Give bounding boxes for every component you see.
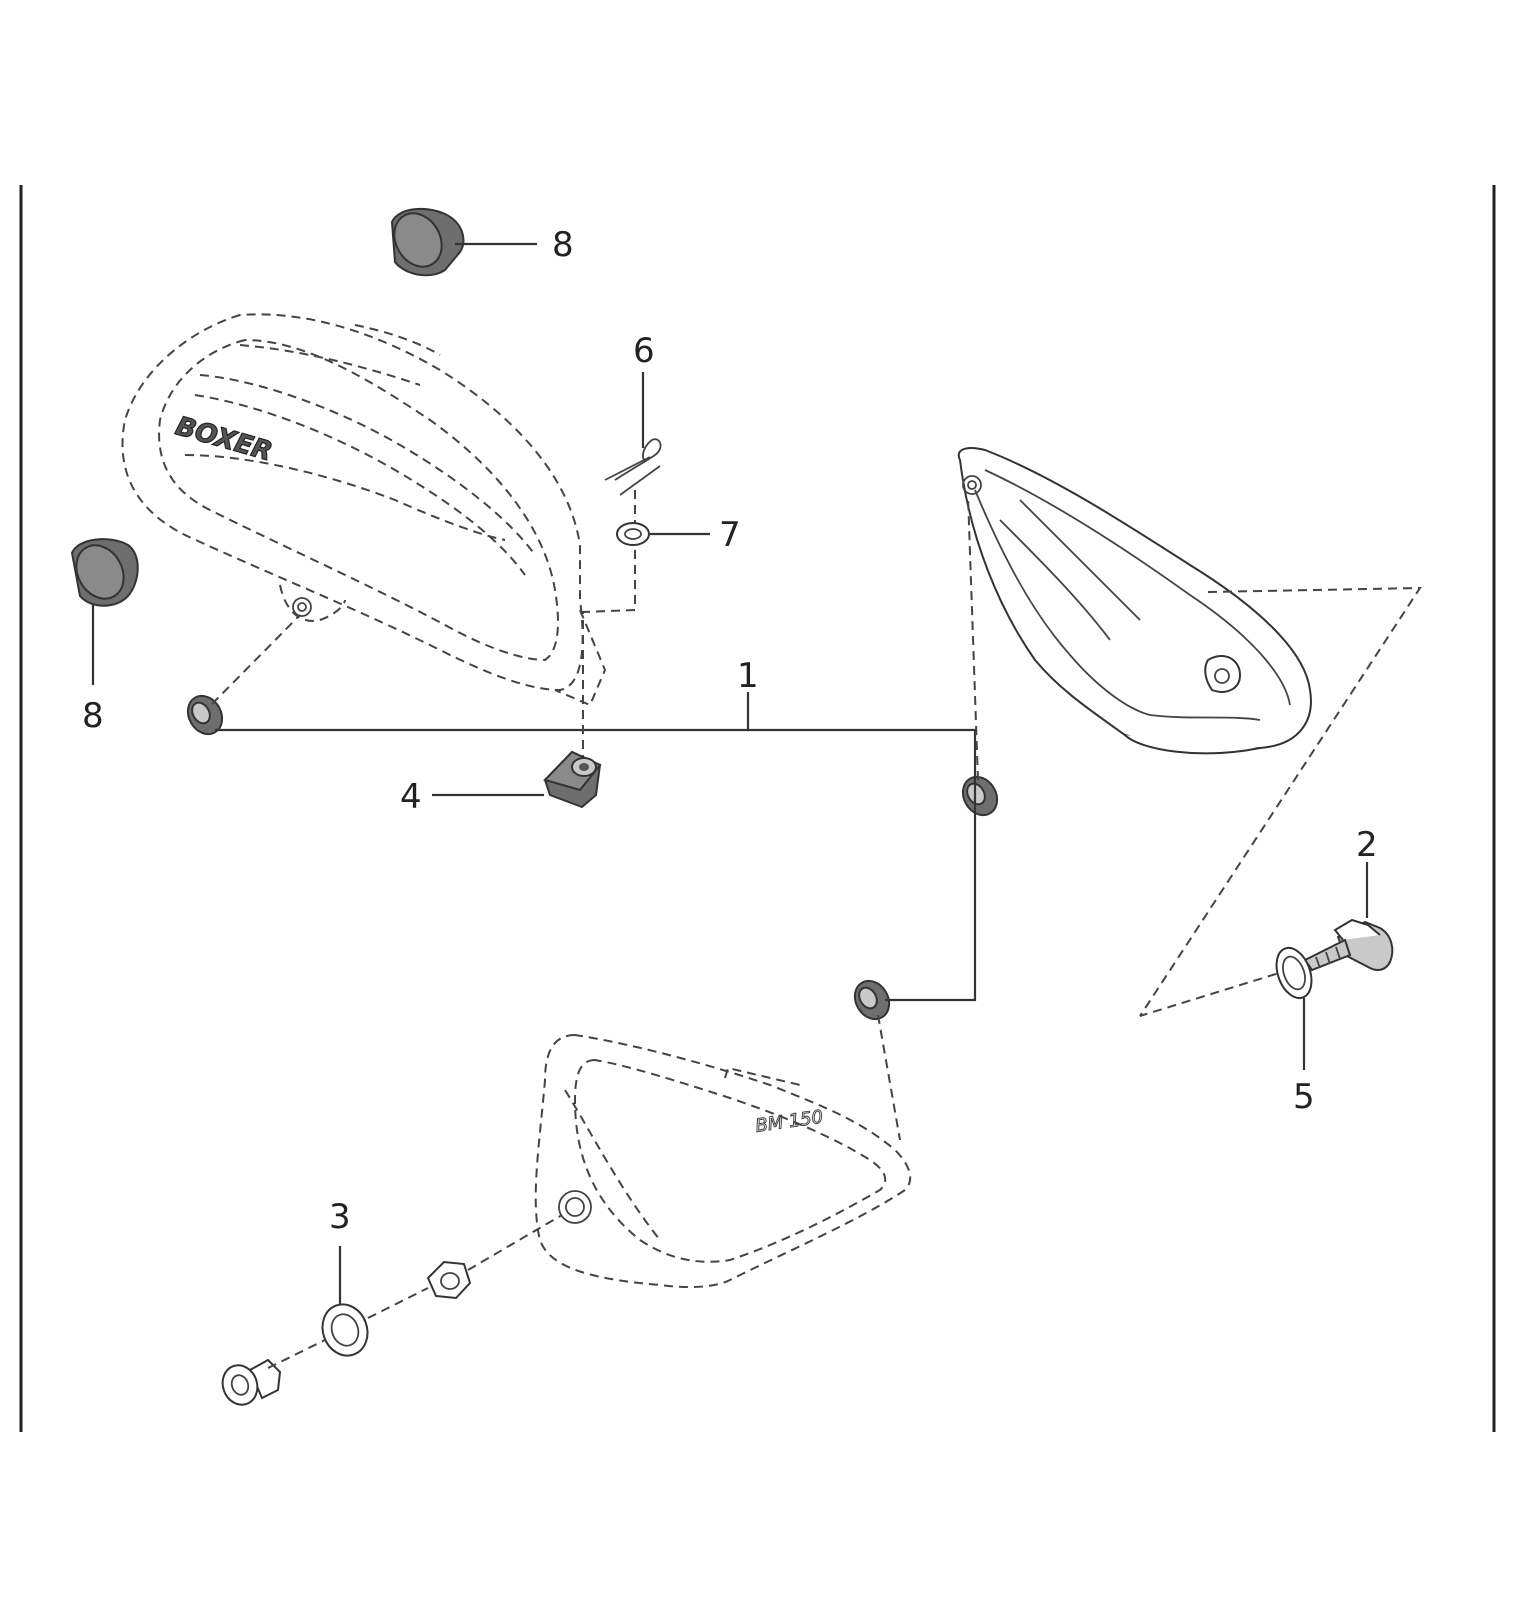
callout-2: 2 xyxy=(1356,825,1378,865)
cover-screw-leader xyxy=(1139,586,1422,1017)
svg-text:BOXER: BOXER xyxy=(172,411,275,467)
grommet-right-upper xyxy=(961,775,999,817)
fit-line-grommet-right-lower xyxy=(877,1014,901,1141)
callout-5: 5 xyxy=(1293,1077,1315,1117)
fit-line-grommet-right-upper xyxy=(967,495,979,781)
washer-5 xyxy=(1275,946,1313,1000)
bm150-badge: BM 150 xyxy=(754,1106,825,1137)
cap-8-left xyxy=(70,538,139,607)
plug-bolt xyxy=(221,1358,282,1406)
hex-nut xyxy=(426,1260,472,1300)
clip-nut-4 xyxy=(543,750,602,809)
callout-8-top: 8 xyxy=(552,225,574,265)
callout-8-left: 8 xyxy=(82,696,104,736)
boxer-emblem: BOXER xyxy=(172,411,276,468)
right-side-cover xyxy=(957,447,1312,755)
svg-text:BM 150: BM 150 xyxy=(754,1107,824,1137)
fit-line-grommet-left xyxy=(211,614,301,705)
lower-side-cover xyxy=(534,1033,912,1289)
assembly-line-1 xyxy=(215,728,977,1002)
callout-3: 3 xyxy=(329,1197,351,1237)
grommet-right-lower xyxy=(853,979,891,1021)
callout-7: 7 xyxy=(719,515,741,555)
fit-line-fastener-stack xyxy=(267,1214,563,1369)
callout-4: 4 xyxy=(400,777,422,817)
grommet-left xyxy=(186,694,224,736)
washer-7 xyxy=(616,522,650,546)
callout-1: 1 xyxy=(737,656,759,696)
cap-8-top xyxy=(390,207,465,277)
tank-side-panel xyxy=(121,313,607,707)
callout-6: 6 xyxy=(633,331,655,371)
screw-2 xyxy=(1303,918,1394,972)
clip-pin-6 xyxy=(604,438,662,496)
fit-line-pin-to-nut xyxy=(582,490,636,770)
grommet-3 xyxy=(321,1303,369,1357)
fit-line-screw-washer xyxy=(1139,964,1306,1017)
